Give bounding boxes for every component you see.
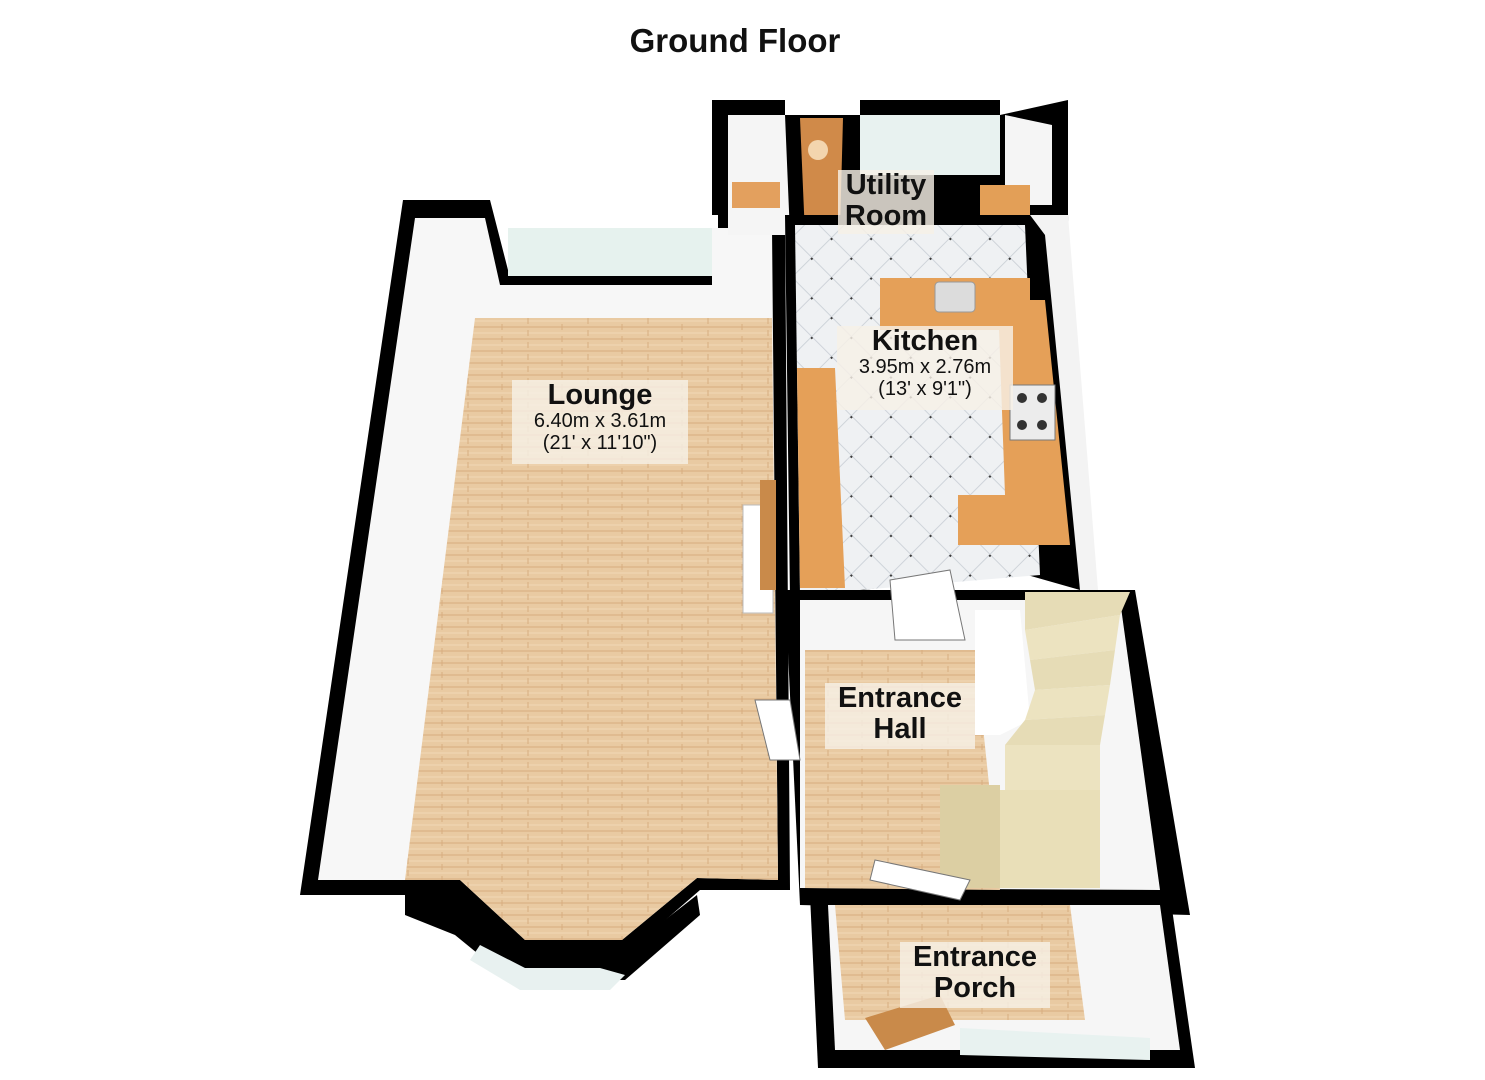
lounge-name: Lounge xyxy=(547,379,653,411)
porch-window xyxy=(960,1028,1150,1060)
entrance-hall-name-line2: Hall xyxy=(873,713,927,746)
floor-plan-title: Ground Floor xyxy=(629,22,841,59)
kitchen-label: Kitchen 3.95m x 2.76m (13' x 9'1") xyxy=(837,325,1013,410)
hob xyxy=(1009,384,1056,441)
hearth xyxy=(760,480,776,590)
kitchen-metric-size: 3.95m x 2.76m xyxy=(858,356,992,379)
kitchen-worktop-left xyxy=(797,368,845,588)
lounge-label: Lounge 6.40m x 3.61m (21' x 11'10") xyxy=(512,379,688,464)
lounge-room xyxy=(300,200,790,955)
utility-room-name-line2: Room xyxy=(844,200,928,233)
utility-room-label: Utility Room xyxy=(838,169,934,234)
kitchen-imperial-size: (13' x 9'1") xyxy=(878,377,972,400)
lounge-window xyxy=(508,228,712,276)
kitchen-name: Kitchen xyxy=(871,325,979,357)
utility-room-name-line1: Utility xyxy=(845,169,927,201)
front-door xyxy=(865,995,955,1050)
hall-door xyxy=(869,859,971,901)
lounge-metric-size: 6.40m x 3.61m xyxy=(533,410,667,433)
entrance-hall-name-line1: Entrance xyxy=(837,682,963,714)
kitchen-sink xyxy=(934,281,976,313)
entrance-hall-label: Entrance Hall xyxy=(825,682,975,749)
entrance-porch-name-line1: Entrance xyxy=(912,941,1038,973)
bay-window xyxy=(405,895,700,990)
lounge-imperial-size: (21' x 11'10") xyxy=(542,431,658,454)
lounge-door xyxy=(754,699,801,761)
kitchen-door xyxy=(889,569,966,641)
staircase xyxy=(940,592,1130,888)
entrance-porch-name-line2: Porch xyxy=(933,972,1017,1005)
entrance-porch-label: Entrance Porch xyxy=(900,941,1050,1008)
